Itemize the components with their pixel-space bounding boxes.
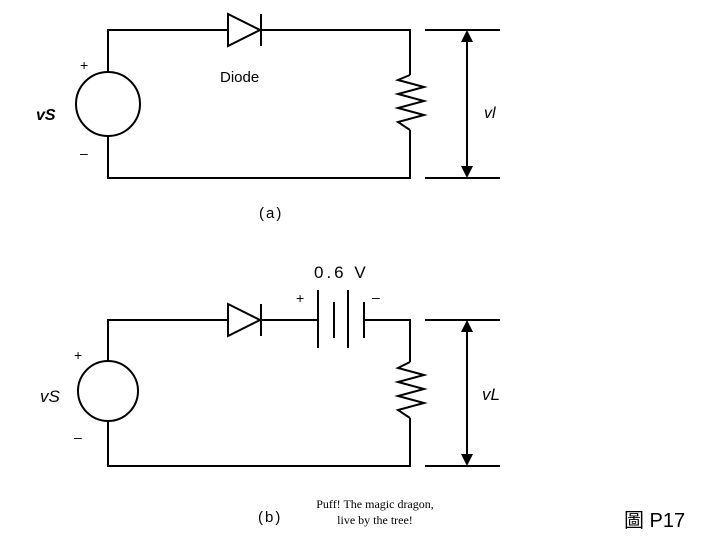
voltage-source-a-icon (75, 71, 141, 137)
overlay-caption-line1: Puff! The magic dragon, (316, 497, 434, 511)
circuit-b: + – vS 0.6 V + – vL (b) (40, 263, 500, 526)
load-voltage-a-label: vl (484, 105, 496, 122)
source-a-minus: – (80, 145, 88, 161)
voltage-arrow-b-icon (461, 320, 473, 466)
diode-b-icon (227, 302, 263, 338)
diode-a-icon (227, 12, 263, 48)
figure-label: 圖 P17 (624, 510, 686, 532)
circuit-a: + – vS Diode vl (a) (36, 12, 500, 222)
overlay-caption-line2: live by the tree! (337, 513, 413, 527)
wire-b-bottom (107, 418, 411, 467)
resistor-b-icon (394, 361, 428, 419)
wire-a-top-right (260, 29, 411, 75)
wire-b-top-left (107, 319, 228, 362)
source-a-label: vS (36, 107, 56, 124)
source-b-plus: + (74, 347, 82, 363)
voltage-arrow-a-icon (461, 30, 473, 178)
overlay-caption: Puff! The magic dragon, live by the tree… (290, 496, 460, 528)
source-b-label: vS (40, 387, 61, 406)
wire-a-bottom (107, 130, 411, 179)
battery-b-icon (317, 290, 365, 348)
diode-a-label: Diode (220, 69, 259, 86)
wire-b-top-right (364, 319, 411, 362)
resistor-a-icon (394, 74, 428, 131)
wire-a-top-left (107, 29, 228, 72)
battery-b-minus: – (372, 289, 380, 305)
voltage-source-b-icon (77, 360, 139, 422)
battery-b-plus: + (296, 290, 304, 306)
caption-b: (b) (258, 509, 282, 526)
battery-b-label: 0.6 V (314, 263, 369, 282)
caption-a: (a) (259, 205, 283, 222)
source-a-plus: + (80, 57, 88, 73)
source-b-minus: – (74, 429, 82, 445)
load-voltage-b-label: vL (482, 385, 500, 404)
